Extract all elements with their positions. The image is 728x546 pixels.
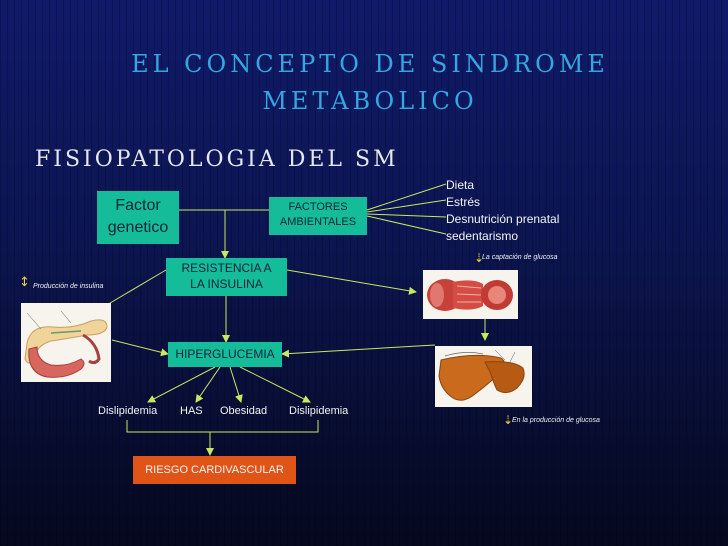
down-arrow-icon: ⇣: [474, 251, 485, 265]
muscle-image: [423, 270, 518, 319]
connector-hyper-out1: [147, 366, 216, 403]
genetic-factor-box: Factor genetico: [97, 191, 179, 244]
genetic-factor-line1: Factor: [115, 197, 161, 214]
hyperglycemia-box: HIPERGLUCEMIA: [168, 342, 282, 367]
environmental-line2: AMBIENTALES: [279, 216, 357, 228]
insulin-resistance-box: RESISTENCIA A LA INSULINA: [166, 258, 287, 296]
connector-estres: [366, 199, 447, 213]
environmental-factor-list: Dieta Estrés Desnutrición prenatal seden…: [446, 177, 559, 245]
outcomes-bracket: [126, 420, 319, 433]
outcome-has: HAS: [180, 405, 203, 417]
outcome-dyslipidemia-2: Dislipidemia: [289, 405, 349, 417]
outcome-obesity: Obesidad: [220, 405, 268, 417]
outcome-dyslipidemia-1: Dislipidemia: [98, 405, 158, 417]
resistance-line1: RESISTENCIA A: [181, 261, 272, 275]
genetic-factor-line2: genetico: [107, 219, 169, 236]
factor-item: sedentarismo: [446, 229, 519, 243]
connector-hyper-out4: [239, 366, 311, 403]
connector-dieta: [366, 183, 447, 211]
note-glucose-uptake: La captación de glucosa: [482, 254, 558, 261]
connector-hyper-out2: [195, 366, 221, 403]
factor-item: Desnutrición prenatal: [446, 212, 560, 226]
connector-desnutricion: [366, 213, 447, 218]
resistance-line2: LA INSULINA: [190, 277, 263, 291]
slide-title-line1: EL CONCEPTO DE SINDROME: [131, 50, 609, 78]
liver-image: [435, 346, 532, 407]
factor-item: Dieta: [446, 178, 475, 192]
up-down-arrow-icon: ↕: [19, 275, 30, 290]
pancreas-image: [21, 303, 111, 382]
slide-subtitle: FISIOPATOLOGIA DEL SM: [35, 147, 399, 172]
cardiovascular-risk-box: RIESGO CARDIVASCULAR: [133, 456, 296, 484]
connector-resistance-pancreas: [104, 269, 167, 307]
connector-resistance-muscle: [286, 269, 417, 295]
slide-title-line2: METABOLICO: [262, 87, 478, 115]
note-insulin-production: Producción de insulina: [33, 283, 104, 290]
connector-hyper-out3: [229, 366, 243, 403]
factor-item: Estrés: [446, 195, 481, 209]
note-glucose-production: En la producción de glucosa: [512, 417, 600, 424]
connector-sedentarismo: [366, 215, 447, 235]
environmental-line1: FACTORES: [288, 201, 348, 213]
down-arrow-icon: ⇣: [503, 413, 514, 427]
connector-liver-hyper: [281, 344, 436, 358]
environmental-factors-box: FACTORES AMBIENTALES: [269, 197, 367, 235]
connector-pancreas-hyper: [111, 339, 169, 357]
